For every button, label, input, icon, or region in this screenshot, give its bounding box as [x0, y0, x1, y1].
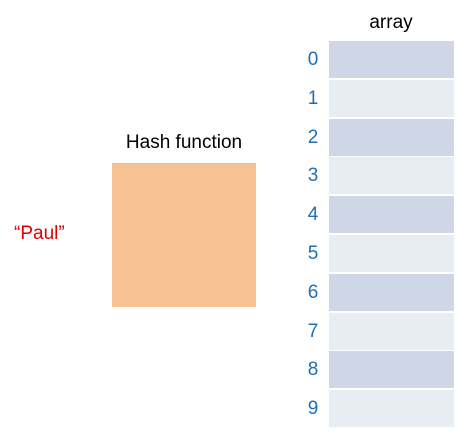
array-slot-index: 5 — [307, 243, 319, 264]
array-slots: 0 1 2 3 4 5 6 7 8 9 — [0, 41, 456, 429]
array-slot: 6 — [0, 274, 456, 312]
hash-function-title: Hash function — [125, 132, 243, 153]
array-slot-index: 1 — [307, 88, 319, 109]
array-slot-cell — [328, 157, 454, 195]
array-slot: 3 — [0, 157, 456, 195]
array-slot-cell — [328, 351, 454, 389]
array-slot-index: 0 — [307, 49, 319, 70]
array-slot-index: 4 — [307, 204, 319, 225]
array-slot-index: 7 — [307, 321, 319, 342]
array-slot-index: 9 — [307, 398, 319, 419]
array-slot: 7 — [0, 313, 456, 351]
array-slot: 0 — [0, 41, 456, 79]
array-slot-cell — [328, 274, 454, 312]
array-slot: 4 — [0, 196, 456, 234]
array-slot: 9 — [0, 390, 456, 428]
array-slot-index: 6 — [307, 282, 319, 303]
array-slot-index: 8 — [307, 359, 319, 380]
array-slot-cell — [328, 41, 454, 79]
array-title: array — [369, 12, 413, 33]
array-slot-cell — [328, 80, 454, 118]
array-slot: 8 — [0, 351, 456, 389]
array-slot-cell — [328, 196, 454, 234]
array-slot: 2 — [0, 119, 456, 157]
array-slot-cell — [328, 390, 454, 428]
array-slot-cell — [328, 119, 454, 157]
array-slot-cell — [328, 313, 454, 351]
input-key-label: “Paul” — [14, 223, 65, 244]
array-slot-index: 2 — [307, 127, 319, 148]
array-slot-cell — [328, 235, 454, 273]
array-slot: 5 — [0, 235, 456, 273]
hash-function-box — [112, 163, 256, 307]
array-slot: 1 — [0, 80, 456, 118]
array-slot-index: 3 — [307, 165, 319, 186]
